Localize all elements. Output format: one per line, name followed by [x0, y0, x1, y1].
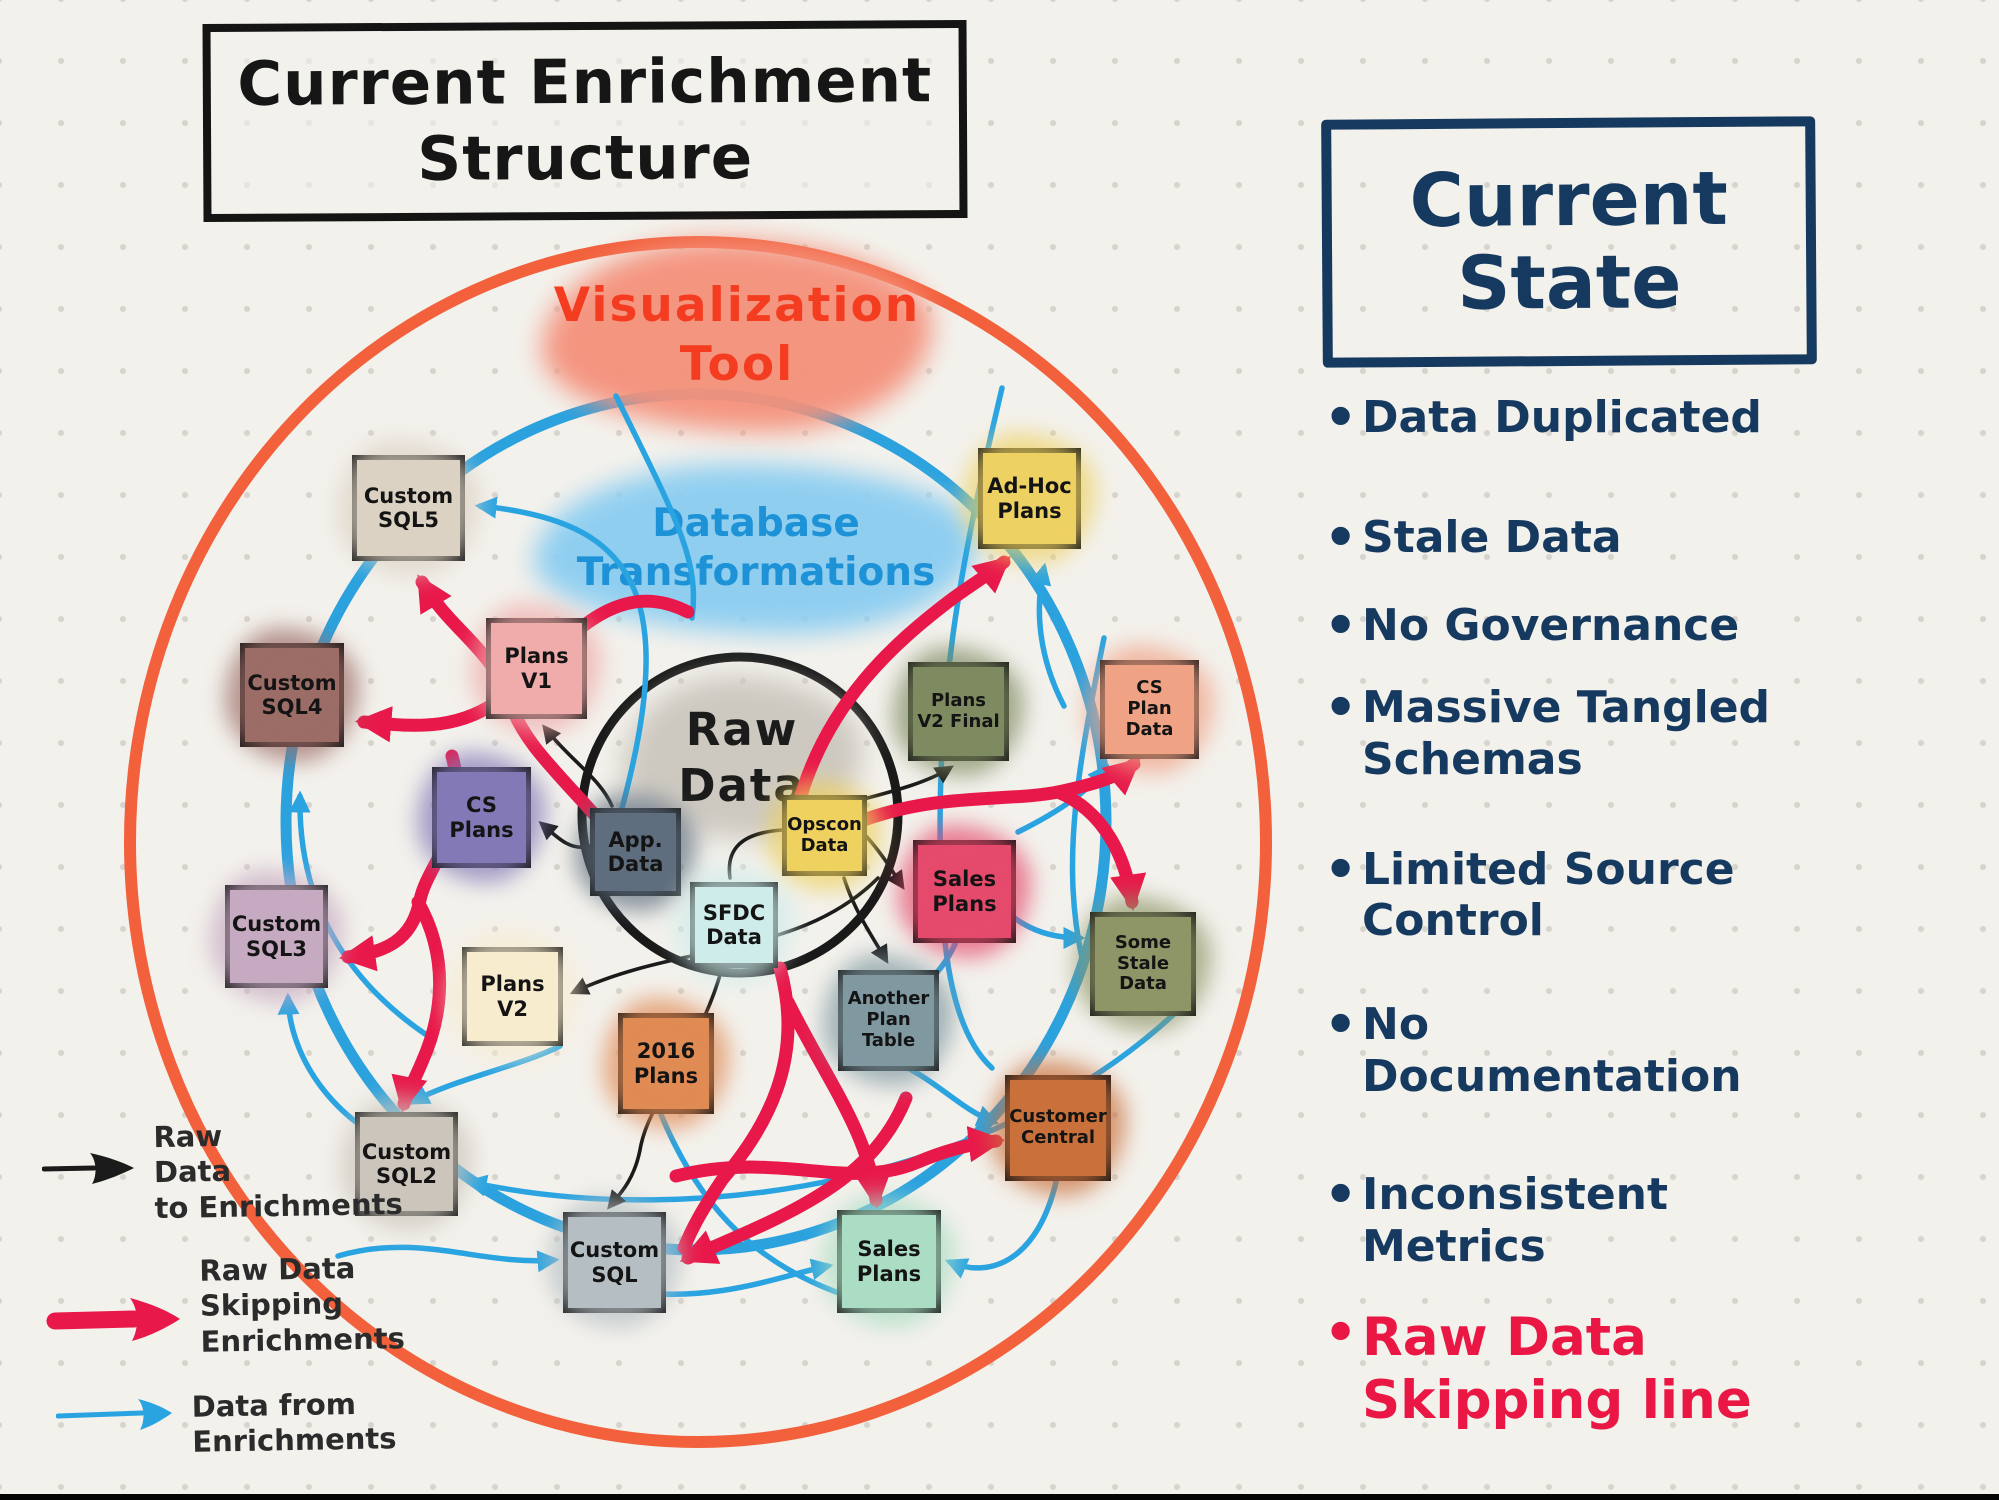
- red-arrow-to-customer-central: [669, 1126, 1006, 1183]
- node-custom-sql5: Custom SQL5: [352, 455, 465, 561]
- database-transformations-label: Database Transformations: [576, 501, 936, 595]
- node-2016-plans: 2016 Plans: [618, 1013, 714, 1114]
- node-plans-v2-final: Plans V2 Final: [908, 662, 1009, 761]
- node-cs-plans: CS Plans: [432, 767, 531, 868]
- node-custom-sql2: Custom SQL2: [355, 1112, 458, 1216]
- node-custom-sql: Custom SQL: [563, 1212, 666, 1313]
- blue-arrow-to-custom-sql: [335, 1244, 560, 1273]
- red-arrow-icon: [46, 1298, 180, 1341]
- node-app-data: App. Data: [590, 808, 681, 896]
- legend-label: Raw Data to Enrichments: [153, 1118, 403, 1225]
- state-item-data-duplicated: Data Duplicated: [1318, 388, 1994, 449]
- node-cs-plan-data: CS Plan Data: [1100, 660, 1199, 759]
- legend-label: Raw Data Skipping Enrichments: [199, 1251, 406, 1359]
- node-another-plan-table: Another Plan Table: [838, 970, 939, 1071]
- legend-data-from-enrichments: Data from Enrichments: [56, 1386, 397, 1460]
- legend-raw-data-to-enrichments: Raw Data to Enrichments: [42, 1118, 403, 1225]
- state-item-no-documentation: No Documentation: [1318, 995, 1994, 1103]
- node-sales-plans-bottom: Sales Plans: [837, 1210, 941, 1313]
- red-arrow-to-some-stale-data: [1051, 785, 1147, 912]
- visualization-tool-cloud: Visualization Tool: [548, 246, 926, 426]
- node-customer-central: Customer Central: [1005, 1075, 1111, 1181]
- state-item-stale-data: Stale Data: [1318, 508, 1994, 569]
- node-custom-sql3: Custom SQL3: [225, 885, 328, 988]
- current-state-list: Data Duplicated Stale Data No Governance…: [1318, 388, 1994, 1480]
- legend-raw-data-skipping-enrichments: Raw Data Skipping Enrichments: [46, 1251, 406, 1359]
- visualization-tool-label: Visualization Tool: [553, 278, 921, 392]
- red-arrow-to-custom-sql-right: [679, 1091, 913, 1265]
- black-arrow-to-plans-v2-final: [858, 765, 954, 802]
- node-some-stale-data: Some Stale Data: [1090, 912, 1196, 1016]
- screen-bottom-edge: [0, 1494, 1999, 1500]
- blue-arrow-icon: [56, 1399, 172, 1430]
- node-plans-v2: Plans V2: [462, 947, 563, 1046]
- state-item-raw-data-skipping-line: Raw Data Skipping line: [1318, 1303, 1994, 1432]
- blue-arrow-to-sales-plans-right: [944, 1179, 1059, 1279]
- node-sales-plans-mid: Sales Plans: [913, 840, 1016, 943]
- red-arrow-to-cs-plan-data: [851, 757, 1141, 829]
- node-opscon-data: Opscon Data: [782, 795, 867, 876]
- red-strand: [677, 961, 795, 1255]
- state-item-inconsistent-metrics: Inconsistent Metrics: [1318, 1165, 1994, 1273]
- node-sfdc-data: SFDC Data: [690, 882, 778, 968]
- state-item-massive-tangled-schemas: Massive Tangled Schemas: [1318, 678, 1994, 786]
- node-plans-v1: Plans V1: [486, 618, 587, 719]
- black-arrow-icon: [42, 1153, 134, 1184]
- blue-arrow-to-ad-hoc-plans: [1029, 562, 1067, 709]
- database-transformations-cloud: Database Transformations: [540, 470, 972, 628]
- state-item-limited-source-control: Limited Source Control: [1318, 840, 1994, 948]
- state-item-no-governance: No Governance: [1318, 596, 1994, 657]
- red-arrow-to-ad-hoc-plans: [791, 555, 1011, 813]
- blue-strand: [613, 393, 697, 621]
- red-arrow-to-custom-sql2: [391, 895, 447, 1113]
- current-state-heading: Current State: [1321, 116, 1817, 368]
- node-custom-sql4: Custom SQL4: [240, 643, 344, 747]
- node-ad-hoc-plans: Ad-Hoc Plans: [978, 448, 1081, 549]
- legend-label: Data from Enrichments: [191, 1386, 397, 1460]
